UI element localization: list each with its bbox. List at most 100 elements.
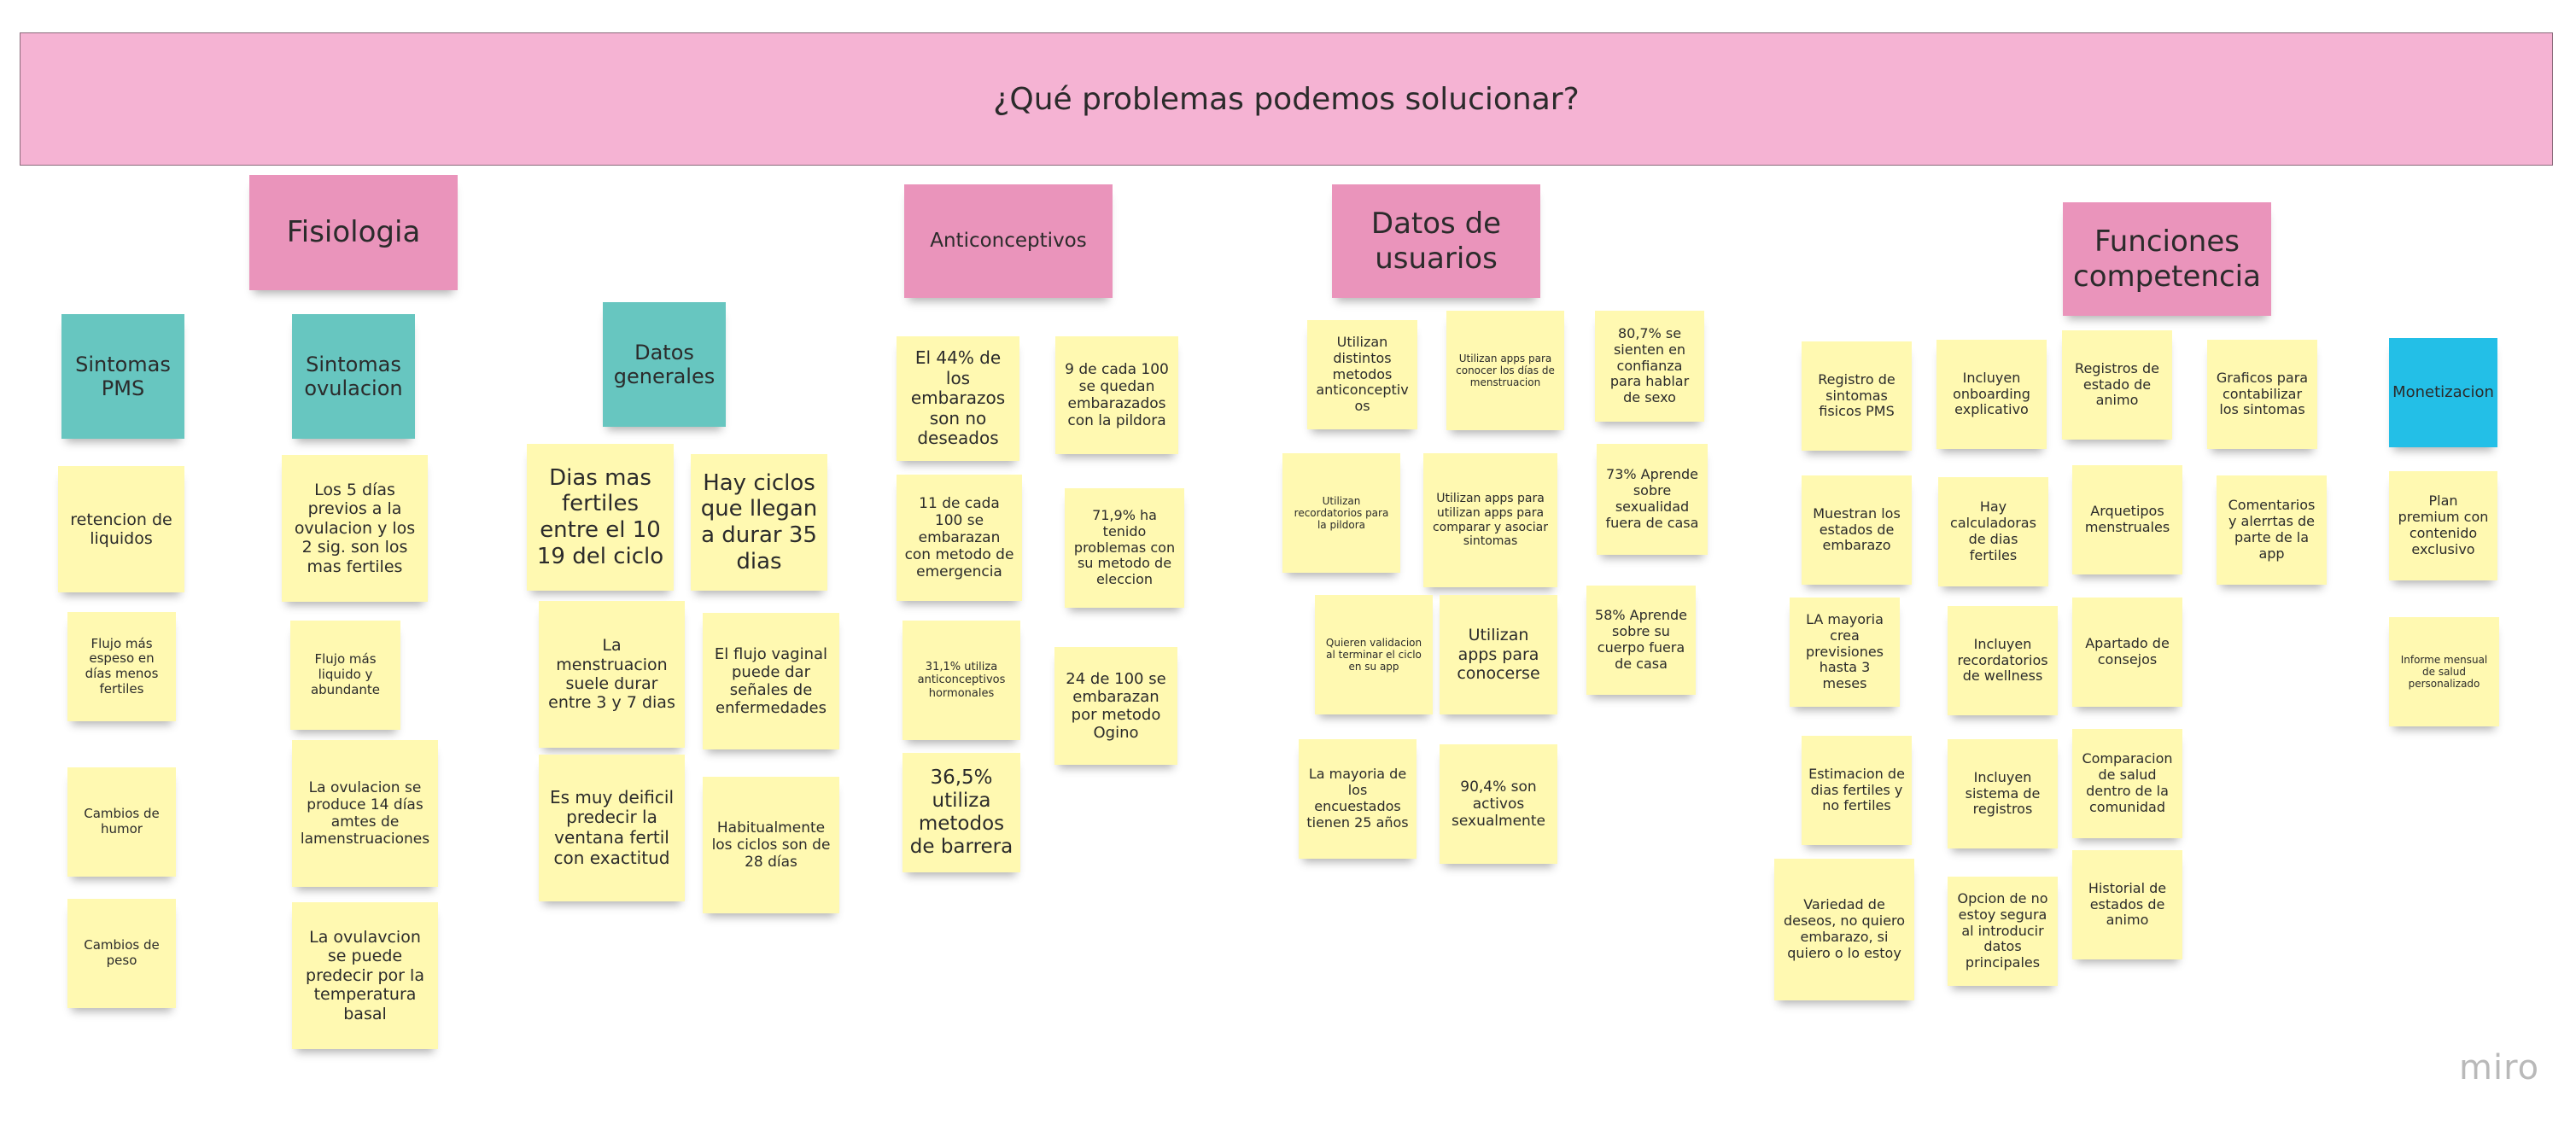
sticky-note-text: Registro de sintomas fisicos PMS bbox=[1818, 370, 1895, 420]
sticky-note-cambios-humor[interactable]: Cambios de humor bbox=[67, 767, 176, 877]
board-title: ¿Qué problemas podemos solucionar? bbox=[993, 81, 1580, 117]
sticky-note-sistema-registros[interactable]: Incluyen sistema de registros bbox=[1948, 739, 2058, 848]
sticky-note-text: Historial de estados de animo bbox=[2088, 879, 2167, 929]
sticky-note-retencion-liquidos[interactable]: retencion de liquidos bbox=[58, 466, 184, 592]
sticky-note-text: Sintomas PMS bbox=[75, 352, 171, 400]
sticky-note-text: Incluyen sistema de registros bbox=[1965, 768, 2041, 818]
sticky-note-text: Anticonceptivos bbox=[930, 229, 1087, 252]
sticky-note-flujo-espeso[interactable]: Flujo más espeso en días menos fertiles bbox=[67, 612, 176, 721]
sticky-note-text: Opcion de no estoy segura al introducir … bbox=[1957, 889, 2048, 971]
sticky-note-ovulacion-temperatura[interactable]: La ovulavcion se puede predecir por la t… bbox=[292, 902, 438, 1049]
sticky-note-text: El flujo vaginal puede dar señales de en… bbox=[714, 644, 828, 718]
sticky-note-ciclos-28[interactable]: Habitualmente los ciclos son de 28 días bbox=[703, 777, 839, 913]
sticky-note-text: Habitualmente los ciclos son de 28 días bbox=[711, 819, 831, 872]
sticky-note-barrera-36[interactable]: 36,5% utiliza metodos de barrera bbox=[902, 753, 1020, 872]
sticky-note-text: Hay ciclos que llegan a durar 35 dias bbox=[700, 469, 818, 574]
sticky-note-cambios-peso[interactable]: Cambios de peso bbox=[67, 899, 176, 1008]
sticky-note-graficos-sintomas[interactable]: Graficos para contabilizar los sintomas bbox=[2207, 340, 2317, 449]
sticky-note-text: Estimacion de dias fertiles y no fertile… bbox=[1808, 765, 1905, 814]
sticky-note-anticonceptivos[interactable]: Anticonceptivos bbox=[904, 184, 1113, 298]
sticky-note-text: 58% Aprende sobre su cuerpo fuera de cas… bbox=[1595, 607, 1687, 672]
sticky-note-funciones-competencia[interactable]: Funciones competencia bbox=[2063, 202, 2271, 316]
sticky-note-registros-animo[interactable]: Registros de estado de animo bbox=[2062, 330, 2172, 440]
sticky-note-text: Incluyen onboarding explicativo bbox=[1953, 369, 2030, 418]
sticky-note-text: 80,7% se sienten en confianza para habla… bbox=[1609, 324, 1690, 406]
sticky-note-informe-mensual[interactable]: Informe mensual de salud personalizado bbox=[2389, 617, 2499, 726]
sticky-note-cuerpo-58[interactable]: 58% Aprende sobre su cuerpo fuera de cas… bbox=[1586, 586, 1696, 695]
sticky-note-flujo-liquido[interactable]: Flujo más liquido y abundante bbox=[290, 621, 400, 730]
sticky-note-confianza-80[interactable]: 80,7% se sienten en confianza para habla… bbox=[1595, 311, 1704, 422]
sticky-note-validacion-ciclo[interactable]: Quieren validacion al terminar el ciclo … bbox=[1315, 595, 1433, 714]
sticky-note-distintos-metodos[interactable]: Utilizan distintos metodos anticonceptiv… bbox=[1307, 320, 1417, 429]
sticky-note-text: Comentarios y alerrtas de parte de la ap… bbox=[2228, 497, 2316, 562]
sticky-note-previsiones-3[interactable]: LA mayoria crea previsiones hasta 3 mese… bbox=[1790, 598, 1900, 707]
sticky-note-text: Graficos para contabilizar los sintomas bbox=[2216, 369, 2309, 418]
sticky-note-sexualidad-73[interactable]: 73% Aprende sobre sexualidad fuera de ca… bbox=[1597, 444, 1708, 555]
sticky-note-text: Comparacion de salud dentro de la comuni… bbox=[2082, 750, 2173, 815]
sticky-note-text: Arquetipos menstruales bbox=[2084, 503, 2170, 535]
sticky-note-opcion-no-segura[interactable]: Opcion de no estoy segura al introducir … bbox=[1948, 877, 2058, 986]
sticky-note-ventana-fertil[interactable]: Es muy deificil predecir la ventana fert… bbox=[539, 755, 685, 901]
sticky-note-text: Variedad de deseos, no quiero embarazo, … bbox=[1783, 896, 1906, 961]
sticky-note-activos-90[interactable]: 90,4% son activos sexualmente bbox=[1440, 744, 1557, 864]
sticky-note-encuestados-25[interactable]: La mayoria de los encuestados tienen 25 … bbox=[1299, 739, 1417, 859]
sticky-note-nueve-de-100[interactable]: 9 de cada 100 se quedan embarazados con … bbox=[1055, 336, 1178, 454]
sticky-note-datos-generales[interactable]: Datos generales bbox=[603, 302, 726, 427]
sticky-note-text: LA mayoria crea previsiones hasta 3 mese… bbox=[1805, 610, 1884, 692]
sticky-note-ovulacion-14[interactable]: La ovulacion se produce 14 días amtes de… bbox=[292, 740, 438, 887]
sticky-note-comparacion-salud[interactable]: Comparacion de salud dentro de la comuni… bbox=[2072, 729, 2182, 838]
sticky-note-menstruacion-dura[interactable]: La menstruacion suele durar entre 3 y 7 … bbox=[539, 601, 685, 748]
sticky-note-text: Utilizan apps para conocerse bbox=[1457, 626, 1540, 684]
sticky-note-text: Fisiologia bbox=[286, 215, 421, 250]
sticky-note-sintomas-ovulacion[interactable]: Sintomas ovulacion bbox=[292, 314, 415, 439]
sticky-note-apartado-consejos[interactable]: Apartado de consejos bbox=[2072, 598, 2182, 707]
sticky-note-embarazos-44[interactable]: El 44% de los embarazos son no deseados bbox=[897, 336, 1019, 461]
sticky-note-ciclos-35[interactable]: Hay ciclos que llegan a durar 35 dias bbox=[691, 454, 827, 591]
sticky-note-calculadoras[interactable]: Hay calculadoras de dias fertiles bbox=[1938, 477, 2048, 586]
sticky-note-estados-embarazo[interactable]: Muestran los estados de embarazo bbox=[1802, 475, 1912, 585]
sticky-note-hormonales-31[interactable]: 31,1% utiliza anticonceptivos hormonales bbox=[902, 621, 1020, 740]
sticky-note-estimacion-fertiles[interactable]: Estimacion de dias fertiles y no fertile… bbox=[1802, 736, 1912, 845]
sticky-note-cinco-dias[interactable]: Los 5 días previos a la ovulacion y los … bbox=[282, 455, 428, 602]
sticky-note-monetizacion[interactable]: Monetizacion bbox=[2389, 338, 2497, 447]
sticky-note-sintomas-pms[interactable]: Sintomas PMS bbox=[61, 314, 184, 439]
sticky-note-text: Datos de usuarios bbox=[1370, 207, 1502, 276]
sticky-note-problemas-71[interactable]: 71,9% ha tenido problemas con su metodo … bbox=[1065, 488, 1184, 608]
sticky-note-fisiologia[interactable]: Fisiologia bbox=[249, 175, 458, 290]
sticky-note-text: Cambios de humor bbox=[84, 806, 160, 837]
sticky-note-plan-premium[interactable]: Plan premium con contenido exclusivo bbox=[2389, 471, 2497, 580]
sticky-note-text: Cambios de peso bbox=[84, 937, 160, 968]
sticky-note-text: Utilizan recordatorios para la pildora bbox=[1294, 494, 1389, 532]
sticky-note-datos-usuarios[interactable]: Datos de usuarios bbox=[1332, 184, 1540, 298]
sticky-note-text: Los 5 días previos a la ovulacion y los … bbox=[294, 480, 416, 576]
sticky-note-registro-sintomas[interactable]: Registro de sintomas fisicos PMS bbox=[1802, 341, 1912, 451]
sticky-note-recordatorios-wellness[interactable]: Incluyen recordatorios de wellness bbox=[1948, 606, 2058, 715]
sticky-note-recordatorios-pildora[interactable]: Utilizan recordatorios para la pildora bbox=[1282, 453, 1400, 573]
sticky-note-once-de-100[interactable]: 11 de cada 100 se embarazan con metodo d… bbox=[897, 475, 1022, 601]
sticky-note-historial-animo[interactable]: Historial de estados de animo bbox=[2072, 850, 2182, 959]
sticky-note-text: retencion de liquidos bbox=[70, 510, 172, 548]
sticky-note-variedad-deseos[interactable]: Variedad de deseos, no quiero embarazo, … bbox=[1774, 859, 1914, 1000]
sticky-note-text: Quieren validacion al terminar el ciclo … bbox=[1325, 636, 1422, 673]
sticky-note-text: Flujo más liquido y abundante bbox=[310, 651, 381, 697]
board-title-frame[interactable]: ¿Qué problemas podemos solucionar? bbox=[20, 32, 2553, 166]
sticky-note-onboarding[interactable]: Incluyen onboarding explicativo bbox=[1936, 340, 2047, 449]
sticky-note-text: Registros de estado de animo bbox=[2075, 359, 2159, 409]
sticky-note-apps-dias-menstruacion[interactable]: Utilizan apps para conocer los días de m… bbox=[1446, 311, 1564, 430]
sticky-note-text: 73% Aprende sobre sexualidad fuera de ca… bbox=[1605, 466, 1699, 531]
sticky-note-text: 24 de 100 se embarazan por metodo Ogino bbox=[1066, 669, 1166, 743]
sticky-note-ogino-24[interactable]: 24 de 100 se embarazan por metodo Ogino bbox=[1054, 647, 1177, 765]
sticky-note-dias-fertiles[interactable]: Dias mas fertiles entre el 10 19 del cic… bbox=[527, 444, 674, 591]
sticky-note-text: 71,9% ha tenido problemas con su metodo … bbox=[1073, 506, 1176, 588]
sticky-note-text: Apartado de consejos bbox=[2085, 635, 2170, 668]
sticky-note-text: Datos generales bbox=[613, 340, 716, 388]
sticky-note-text: Utilizan apps para utilizan apps para co… bbox=[1432, 492, 1548, 549]
sticky-note-text: Utilizan apps para conocer los días de m… bbox=[1456, 352, 1555, 389]
sticky-note-apps-comparar[interactable]: Utilizan apps para utilizan apps para co… bbox=[1423, 453, 1557, 587]
sticky-note-flujo-senales[interactable]: El flujo vaginal puede dar señales de en… bbox=[703, 613, 839, 749]
sticky-note-apps-conocerse[interactable]: Utilizan apps para conocerse bbox=[1440, 595, 1557, 714]
miro-logo: miro bbox=[2459, 1048, 2540, 1087]
sticky-note-arquetipos[interactable]: Arquetipos menstruales bbox=[2072, 465, 2182, 574]
sticky-note-comentarios-alertas[interactable]: Comentarios y alerrtas de parte de la ap… bbox=[2217, 475, 2327, 585]
